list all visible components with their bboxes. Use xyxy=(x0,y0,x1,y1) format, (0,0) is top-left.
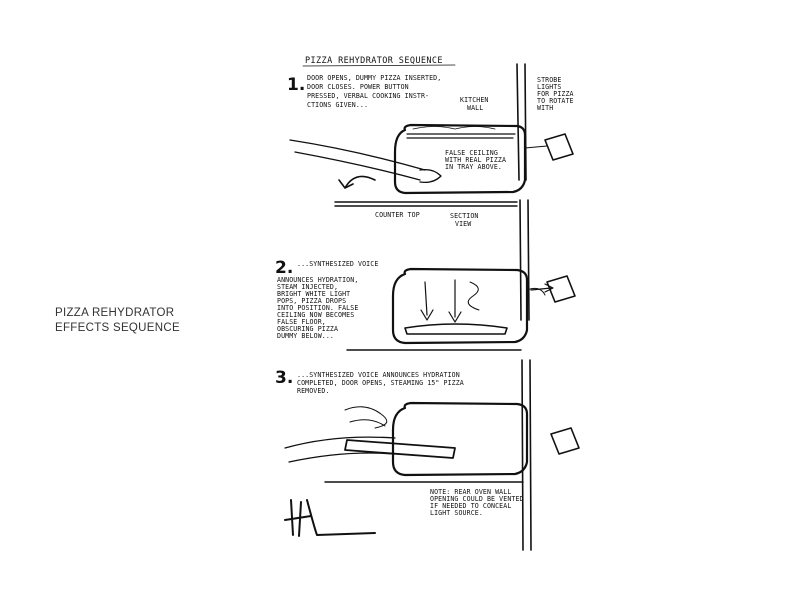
arm-1 xyxy=(289,139,426,181)
sequence-caption: PIZZA REHYDRATOR EFFECTS SEQUENCE xyxy=(55,306,180,336)
step-3-number: 3. xyxy=(275,368,293,388)
ceiling-note-1: FALSE CEILING xyxy=(445,149,498,157)
step-1-line-3: PRESSED, VERBAL COOKING INSTR- xyxy=(307,92,429,100)
side-note-2: LIGHTS xyxy=(537,83,561,91)
caption-line-2: EFFECTS SEQUENCE xyxy=(55,322,180,334)
title-underline xyxy=(302,64,456,67)
pizza-tray-2 xyxy=(404,323,508,335)
step-1-line-4: CTIONS GIVEN... xyxy=(307,101,368,109)
step-2-line-3: STEAM INJECTED, xyxy=(277,283,338,291)
counter-top-label: COUNTER TOP xyxy=(375,211,420,219)
oven-body-2 xyxy=(391,267,529,345)
steam-swirl-3a xyxy=(344,406,388,429)
step-2-line-9: OBSCURING PIZZA xyxy=(277,325,338,333)
steam-swirl-3b xyxy=(349,419,386,427)
strobe-light-1 xyxy=(544,133,574,161)
door-arrow-1 xyxy=(338,175,376,189)
step-2-line-1: ...SYNTHESIZED VOICE xyxy=(297,260,378,268)
ceiling-note-3: IN TRAY ABOVE. xyxy=(445,163,502,171)
pizza-removed-3 xyxy=(344,439,456,459)
sketch-title: PIZZA REHYDRATOR SEQUENCE xyxy=(305,56,443,66)
light-mount-1 xyxy=(524,145,548,149)
step-2-line-10: DUMMY BELOW... xyxy=(277,332,334,340)
step-2-line-8: FALSE FLOOR, xyxy=(277,318,326,326)
arm-3 xyxy=(284,436,396,463)
section-view-label-2: VIEW xyxy=(455,220,471,228)
step-2: 2. ...SYNTHESIZED VOICE ANNOUNCES HYDRAT… xyxy=(275,258,576,351)
kitchen-wall-lower xyxy=(521,359,532,551)
step-2-line-4: BRIGHT WHITE LIGHT xyxy=(277,290,350,298)
step-1-number: 1. xyxy=(287,75,305,95)
step-1: 1. DOOR OPENS, DUMMY PIZZA INSERTED, DOO… xyxy=(287,74,574,228)
hand-1 xyxy=(419,168,442,184)
step-2-line-2: ANNOUNCES HYDRATION, xyxy=(277,276,358,284)
side-note-4: TO ROTATE xyxy=(537,97,574,105)
oven-body-1 xyxy=(393,123,527,195)
rehydrator-sketch: PIZZA REHYDRATOR SEQUENCE 1. DOOR OPENS,… xyxy=(255,30,585,575)
caption-line-1: PIZZA REHYDRATOR xyxy=(55,307,175,319)
steam-swirl-2 xyxy=(467,281,480,311)
kitchen-wall-label-2: WALL xyxy=(467,104,483,112)
strobe-light-3 xyxy=(550,427,580,455)
step-2-line-7: CEILING NOW BECOMES xyxy=(277,311,354,319)
rear-wall-note-1: NOTE: REAR OVEN WALL xyxy=(430,488,511,496)
steam-arrow-2b xyxy=(448,279,462,323)
strobe-light-2 xyxy=(546,275,576,303)
oven-body-3 xyxy=(391,401,529,477)
side-note-1: STROBE xyxy=(537,76,561,84)
step-2-number: 2. xyxy=(275,258,293,278)
ceiling-note-2: WITH REAL PIZZA xyxy=(445,156,506,164)
kitchen-wall-label-1: KITCHEN xyxy=(460,96,489,104)
steam-arrow-2a xyxy=(420,281,434,321)
pizza-in-ceiling-1 xyxy=(412,126,496,130)
step-3-line-1: ...SYNTHESIZED VOICE ANNOUNCES HYDRATION xyxy=(297,371,460,379)
light-arrow-2 xyxy=(530,283,554,293)
step-1-line-1: DOOR OPENS, DUMMY PIZZA INSERTED, xyxy=(307,74,441,82)
rear-wall-note-3: IF NEEDED TO CONCEAL xyxy=(430,502,511,510)
step-3: 3. ...SYNTHESIZED VOICE ANNOUNCES HYDRAT… xyxy=(275,368,580,517)
artist-signature xyxy=(284,499,376,537)
counter-top-1 xyxy=(334,201,518,207)
side-note-5: WITH xyxy=(537,104,553,112)
step-2-line-5: POPS, PIZZA DROPS xyxy=(277,297,346,305)
step-1-line-2: DOOR CLOSES. POWER BUTTON xyxy=(307,83,409,91)
sketch-drawing: PIZZA REHYDRATOR SEQUENCE 1. DOOR OPENS,… xyxy=(275,56,580,551)
section-view-label-1: SECTION xyxy=(450,212,479,220)
side-note-3: FOR PIZZA xyxy=(537,90,574,98)
step-2-line-6: INTO POSITION. FALSE xyxy=(277,304,358,312)
step-3-line-3: REMOVED. xyxy=(297,387,330,395)
oven-ceiling-1 xyxy=(406,133,516,139)
rear-wall-note-4: LIGHT SOURCE. xyxy=(430,509,483,517)
rear-wall-note-2: OPENING COULD BE VENTED xyxy=(430,495,524,503)
kitchen-wall-middle xyxy=(519,199,530,321)
step-3-line-2: COMPLETED, DOOR OPENS, STEAMING 15" PIZZ… xyxy=(297,379,464,387)
